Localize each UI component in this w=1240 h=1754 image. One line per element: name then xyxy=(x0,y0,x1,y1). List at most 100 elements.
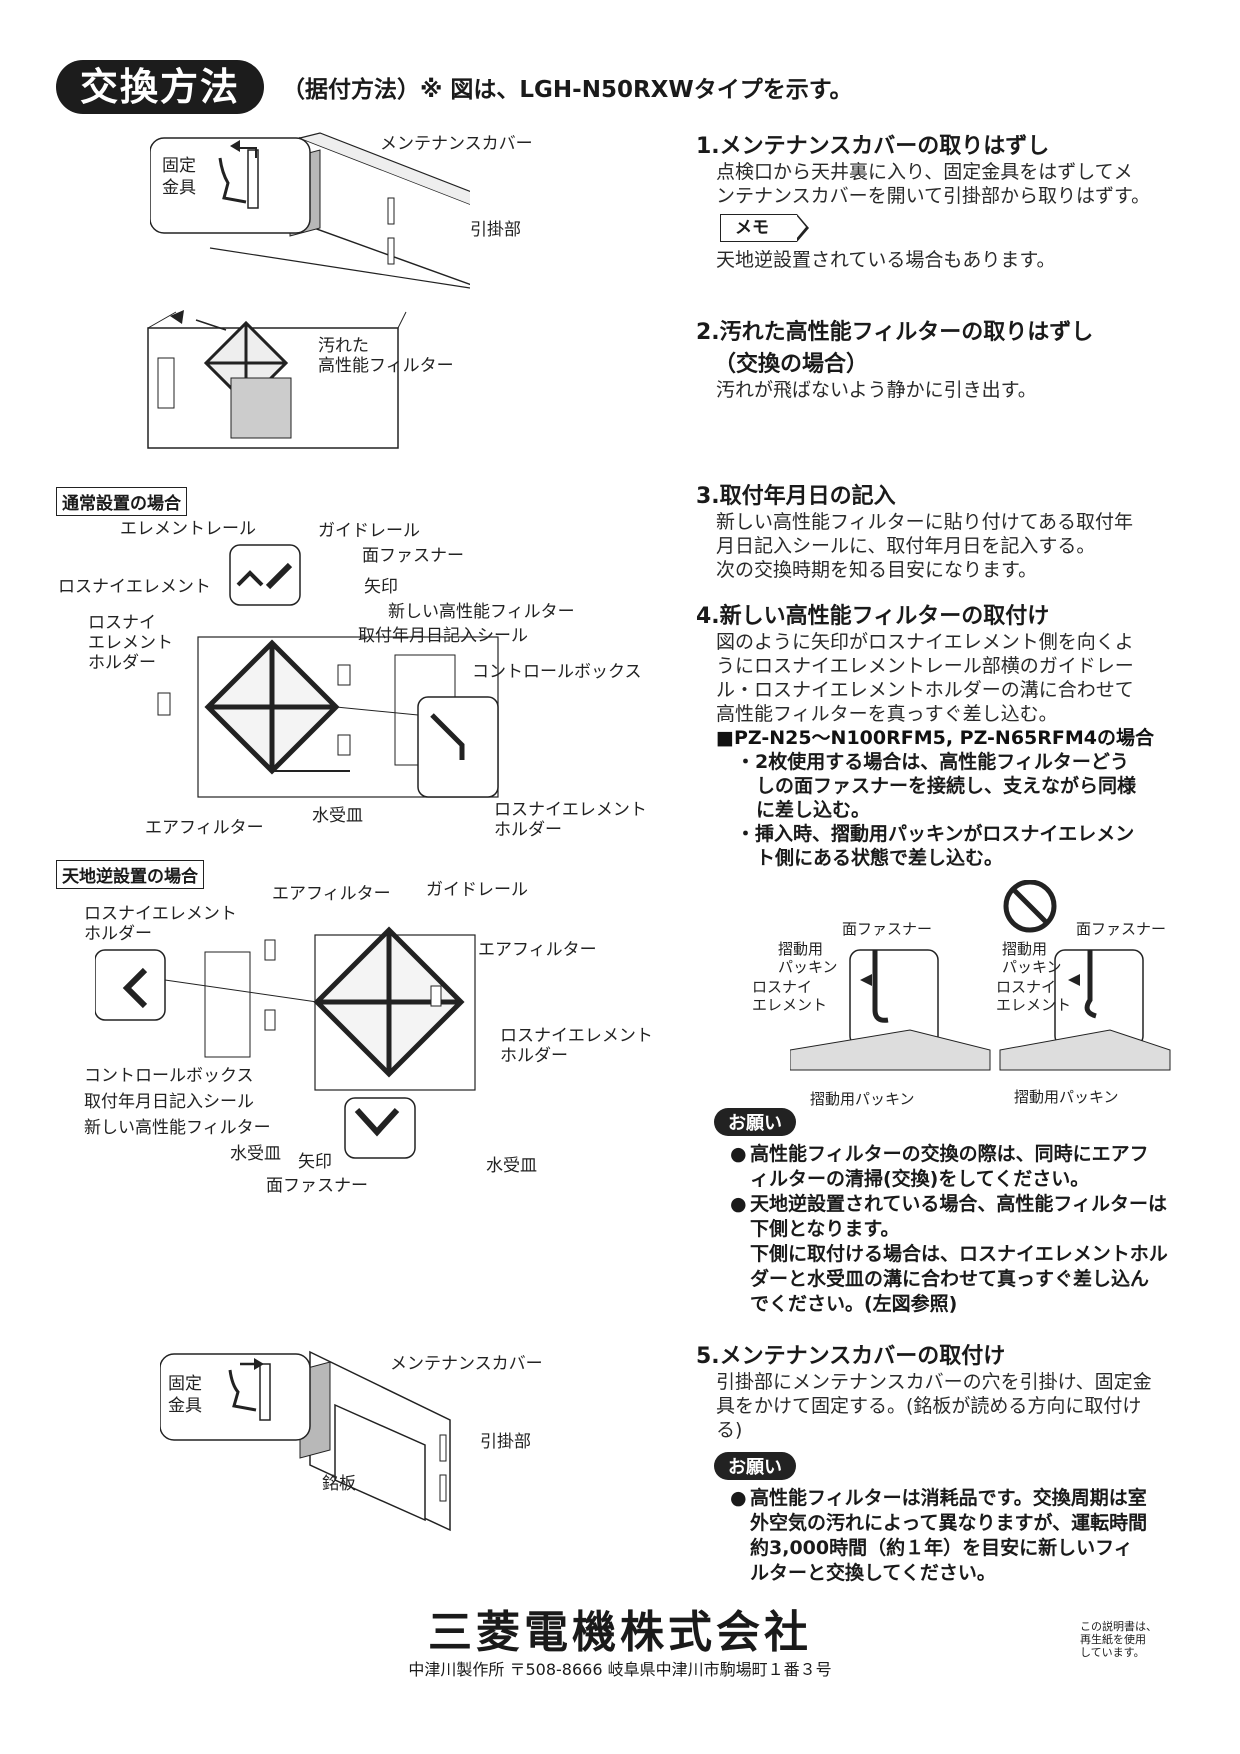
fig6-label-element-r2: エレメント xyxy=(996,996,1072,1014)
fig1-label-kanagu: 金具 xyxy=(162,178,196,198)
step-4-line2: うにロスナイエレメントレール部横のガイドレー xyxy=(716,655,1134,677)
step-5: 5.メンテナンスカバーの取付け 引掛部にメンテナンスカバーの穴を引掛け、固定金 … xyxy=(696,1338,1201,1586)
fig4-label-holder1: ロスナイエレメント xyxy=(84,904,237,924)
step-4-bullet1b: しの面ファスナーを接続し、支えながら同様 xyxy=(756,775,1137,797)
recycle-note-1: この説明書は、 xyxy=(1080,1620,1157,1633)
fig3-label-air-filter: エアフィルター xyxy=(145,818,264,838)
fig5-label-nameplate: 銘板 xyxy=(322,1474,356,1494)
fig4-label-holder-r1: ロスナイエレメント xyxy=(500,1026,653,1046)
fig6-label-fastener-l: 面ファスナー xyxy=(842,920,933,938)
fig6-label-fastener-r: 面ファスナー xyxy=(1076,920,1167,938)
fig4-label-new-filter: 新しい高性能フィルター xyxy=(84,1118,271,1138)
fig1-label-kotei: 固定 xyxy=(162,156,196,176)
fig3-label-holder1: ロスナイ xyxy=(88,613,156,633)
fig3-label-element-rail: エレメントレール xyxy=(120,519,256,539)
fig3-label-element: ロスナイエレメント xyxy=(58,577,211,597)
step-4-line4: 高性能フィルターを真っすぐ差し込む。 xyxy=(716,703,1058,725)
notice-1-line-a: ●高性能フィルターの交換の際は、同時にエアフ xyxy=(708,1142,1201,1167)
step-4-bullet2a: ・挿入時、摺動用パッキンがロスナイエレメン xyxy=(736,823,1135,845)
fig3-label-seal: 取付年月日記入シール xyxy=(358,626,528,646)
notice-2-text-c: 下側に取付ける場合は、ロスナイエレメントホル xyxy=(750,1243,1168,1265)
figure-packing xyxy=(790,880,1171,1071)
step-4-bullet2b: ト側にある状態で差し込む。 xyxy=(756,847,1004,869)
step-4: 4.新しい高性能フィルターの取付け 図のように矢印がロスナイエレメント側を向くよ… xyxy=(696,598,1201,870)
step-3: 3.取付年月日の記入 新しい高性能フィルターに貼り付けてある取付年 月日記入シー… xyxy=(696,478,1201,582)
notice-2-line-a: ●天地逆設置されている場合、高性能フィルターは xyxy=(708,1192,1201,1217)
notice-2-text-d: ダーと水受皿の溝に合わせて真っすぐ差し込ん xyxy=(750,1268,1150,1290)
bullet-icon: ● xyxy=(730,1143,747,1165)
fig6-label-packing-r1: 摺動用 xyxy=(1002,940,1048,958)
recycle-note: この説明書は、 再生紙を使用 しています。 xyxy=(1080,1620,1190,1659)
step-4-case: ■PZ-N25〜N100RFM5, PZ-N65RFM4の場合 xyxy=(716,727,1155,749)
fig3-label-drain: 水受皿 xyxy=(312,806,363,826)
memo-text: 天地逆設置されている場合もあります。 xyxy=(716,249,1056,271)
fig6-label-element2: エレメント xyxy=(752,996,828,1014)
step-5-line2: 具をかけて固定する。(銘板が読める方向に取付け xyxy=(716,1395,1142,1417)
step-2: 2.汚れた高性能フィルターの取りはずし （交換の場合） 汚れが飛ばないよう静かに… xyxy=(696,314,1201,402)
notice-3-line-a: ●高性能フィルターは消耗品です。交換周期は室 xyxy=(708,1486,1201,1511)
fig4-label-seal: 取付年月日記入シール xyxy=(84,1092,254,1112)
fig4-label-air-filter-top: エアフィルター xyxy=(272,884,391,904)
step-4-bullet1c: に差し込む。 xyxy=(756,799,871,821)
recycle-note-2: 再生紙を使用 xyxy=(1080,1633,1146,1646)
fig1-label-cover: メンテナンスカバー xyxy=(380,134,533,154)
notice-3-text-c: 約3,000時間（約１年）を目安に新しいフィ xyxy=(750,1537,1133,1559)
fig4-label-arrow: 矢印 xyxy=(298,1152,332,1172)
section-title-pill: 交換方法 xyxy=(56,60,264,114)
fig4-label-fastener: 面ファスナー xyxy=(266,1176,368,1196)
fig6-label-bottom-r: 摺動用パッキン xyxy=(1014,1088,1119,1106)
fig3-label-holder3: ホルダー xyxy=(88,653,156,673)
notice-2-text-b: 下側となります。 xyxy=(750,1218,900,1240)
notice-2-text-a: 天地逆設置されている場合、高性能フィルターは xyxy=(750,1193,1168,1215)
step-4-line1: 図のように矢印がロスナイエレメント側を向くよ xyxy=(716,631,1134,653)
fig3-label-control-box: コントロールボックス xyxy=(472,662,642,682)
step-5-line3: る) xyxy=(716,1419,743,1441)
fig5-label-kotei: 固定 xyxy=(168,1374,202,1394)
notice-1-text-b: ィルターの清掃(交換)をしてください。 xyxy=(750,1168,1090,1190)
fig4-label-holder2: ホルダー xyxy=(84,924,152,944)
fig4-label-holder-r2: ホルダー xyxy=(500,1046,568,1066)
company-address: 中津川製作所 〒508-8666 岐阜県中津川市駒場町１番３号 xyxy=(408,1660,832,1679)
fig2-label-dirty2: 高性能フィルター xyxy=(318,356,454,376)
fig5-label-kanagu: 金具 xyxy=(168,1396,202,1416)
fig3-label-fastener: 面ファスナー xyxy=(362,546,464,566)
section-subtitle: （据付方法）※ 図は、LGH-N50RXWタイプを示す。 xyxy=(282,77,853,103)
step-2-title2: （交換の場合） xyxy=(714,352,869,377)
figure-cover-install xyxy=(160,1350,451,1532)
fig5-label-cover: メンテナンスカバー xyxy=(390,1354,543,1374)
fig3-label-arrow: 矢印 xyxy=(364,577,398,597)
figure-dirty-filter xyxy=(147,310,407,449)
onegai-badge: お願い xyxy=(714,1108,796,1136)
figure-cover-removal xyxy=(150,132,470,289)
step-1: 1.メンテナンスカバーの取りはずし 点検口から天井裏に入り、固定金具をはずしてメ… xyxy=(696,128,1201,272)
fig5-label-hikkake: 引掛部 xyxy=(480,1432,531,1452)
fig4-label-control-box: コントロールボックス xyxy=(84,1066,254,1086)
bullet-icon: ● xyxy=(730,1193,747,1215)
notice-3-text-d: ルターと交換してください。 xyxy=(750,1562,996,1584)
step-3-line3: 次の交換時期を知る目安になります。 xyxy=(716,559,1038,581)
notice-3-text-a: 高性能フィルターは消耗品です。交換周期は室 xyxy=(750,1487,1147,1509)
fig4-label-guide-rail: ガイドレール xyxy=(426,880,528,900)
fig6-label-bottom-l: 摺動用パッキン xyxy=(810,1090,915,1108)
figure-inverted-install xyxy=(95,926,476,1159)
notice-2-text-e: でください。(左図参照) xyxy=(750,1293,958,1315)
step-2-title1: 2.汚れた高性能フィルターの取りはずし xyxy=(696,320,1094,345)
fig6-label-packing2: パッキン xyxy=(778,958,838,976)
fig4-label-drain-r: 水受皿 xyxy=(486,1156,537,1176)
fig4-label-drain: 水受皿 xyxy=(230,1144,281,1164)
step-3-line2: 月日記入シールに、取付年月日を記入する。 xyxy=(716,535,1096,557)
step-5-title: 5.メンテナンスカバーの取付け xyxy=(696,1344,1006,1369)
company-name: 三菱電機株式会社 xyxy=(428,1607,812,1658)
fig6-label-packing-r2: パッキン xyxy=(1002,958,1062,976)
bullet-icon: ● xyxy=(730,1487,747,1509)
fig4-label-air-filter-right: エアフィルター xyxy=(478,940,597,960)
step-5-line1: 引掛部にメンテナンスカバーの穴を引掛け、固定金 xyxy=(716,1371,1152,1393)
notice-1-text-a: 高性能フィルターの交換の際は、同時にエアフ xyxy=(750,1143,1149,1165)
fig6-label-element1: ロスナイ xyxy=(752,978,813,996)
step-4-bullet1a: ・2枚使用する場合は、高性能フィルターどう xyxy=(736,751,1129,773)
fig6-label-element-r1: ロスナイ xyxy=(996,978,1057,996)
fig3-label-holder2: エレメント xyxy=(88,633,173,653)
recycle-note-3: しています。 xyxy=(1080,1646,1145,1659)
step-1-title: 1.メンテナンスカバーの取りはずし xyxy=(696,134,1050,159)
notice-3-text-b: 外空気の汚れによって異なりますが、運転時間 xyxy=(750,1512,1148,1534)
